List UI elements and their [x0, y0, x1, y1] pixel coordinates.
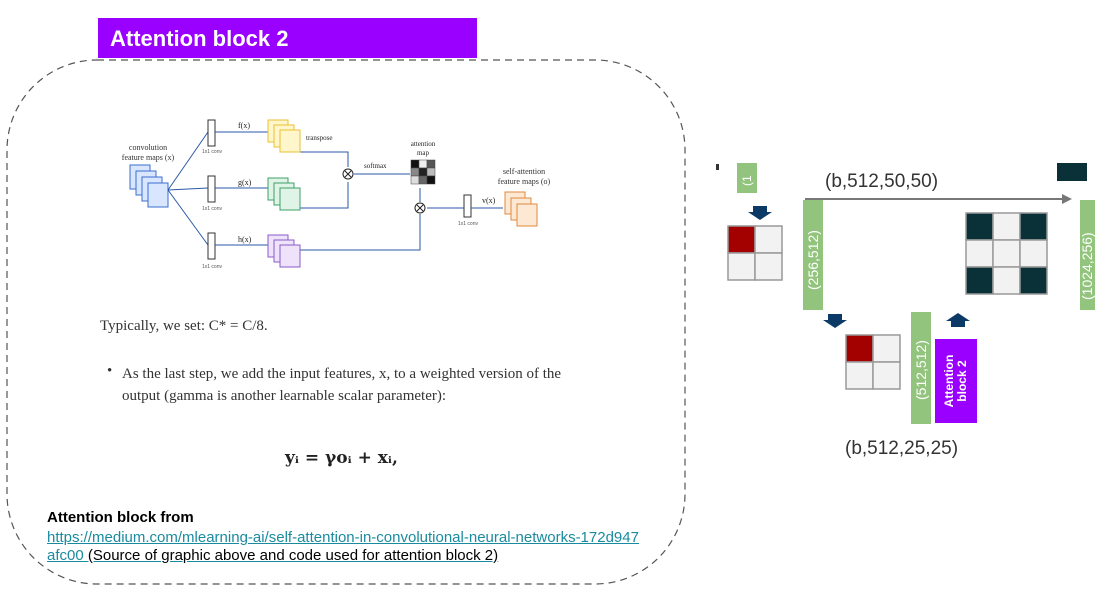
f-feature-maps [267, 119, 301, 153]
green-bar-small [737, 163, 757, 193]
grid-2x2-bottom [845, 334, 901, 390]
bottom-tensor-label: (b,512,25,25) [845, 438, 958, 459]
down-arrow-1 [748, 206, 772, 220]
title-banner: Attention block 2 [98, 18, 477, 58]
green-bar-small-label: (1 [740, 175, 754, 186]
conv-label-h: 1x1 conv [202, 264, 223, 270]
input-label-line2: feature maps (x) [122, 153, 175, 162]
green-bar-tall [803, 200, 823, 310]
multiply-node-1 [342, 168, 354, 180]
multiply-node-2 [414, 202, 426, 214]
v-label: v(x) [482, 196, 496, 205]
grid-2x2-top [727, 225, 783, 281]
bullet-dot: • [107, 363, 113, 379]
bullet-text: As the last step, we add the input featu… [122, 366, 562, 404]
green-bar-tall-label: (256,512) [805, 230, 821, 290]
output-feature-maps [504, 191, 538, 227]
source-heading: Attention block from [47, 509, 194, 526]
g-feature-maps [267, 177, 301, 211]
f-label: f(x) [238, 121, 250, 130]
dark-square-top [1057, 163, 1087, 181]
output-label-line2: feature maps (o) [498, 177, 551, 186]
source-link-block: https://medium.com/mlearning-ai/self-att… [47, 529, 647, 565]
dashed-frame [6, 59, 686, 585]
attention-map-line1: attention [411, 140, 436, 148]
h-feature-maps [267, 234, 301, 268]
self-attention-figure: convolution feature maps (x) 1x1 conv 1x… [122, 119, 551, 270]
g-label: g(x) [238, 178, 252, 187]
down-arrow-2 [823, 314, 847, 328]
input-feature-maps [129, 164, 169, 208]
grid-3x3 [965, 212, 1048, 295]
up-arrow [946, 313, 970, 327]
green-bar-mid [911, 312, 931, 424]
conv-label-v: 1x1 conv [458, 221, 479, 227]
skip-arrow-head [1062, 194, 1072, 204]
top-tensor-label: (b,512,50,50) [825, 171, 938, 192]
transpose-label: transpose [306, 134, 332, 142]
output-label-line1: self-attention [503, 167, 545, 176]
source-link[interactable]: https://medium.com/mlearning-ai/self-att… [47, 529, 639, 564]
green-bar-right-label: (1024,256) [1079, 232, 1095, 300]
conv-label-g: 1x1 conv [202, 206, 223, 212]
attention-map [410, 159, 436, 185]
green-bar-mid-label: (512,512) [913, 340, 929, 400]
h-label: h(x) [238, 235, 252, 244]
c-star-caption: Typically, we set: C* = C/8. [100, 318, 268, 334]
input-label-line1: convolution [129, 143, 167, 152]
attention-map-line2: map [417, 149, 430, 157]
formula: yᵢ = γoᵢ + xᵢ, [285, 448, 398, 468]
source-note: (Source of graphic above and code used f… [87, 547, 499, 564]
tick-mark [716, 164, 719, 170]
conv-label-f: 1x1 conv [202, 149, 223, 155]
green-bar-right [1080, 200, 1095, 310]
architecture-diagram: (1 (b,512,50,50) (256,512) (1024,256) (5… [716, 163, 1095, 459]
softmax-label: softmax [364, 162, 387, 170]
